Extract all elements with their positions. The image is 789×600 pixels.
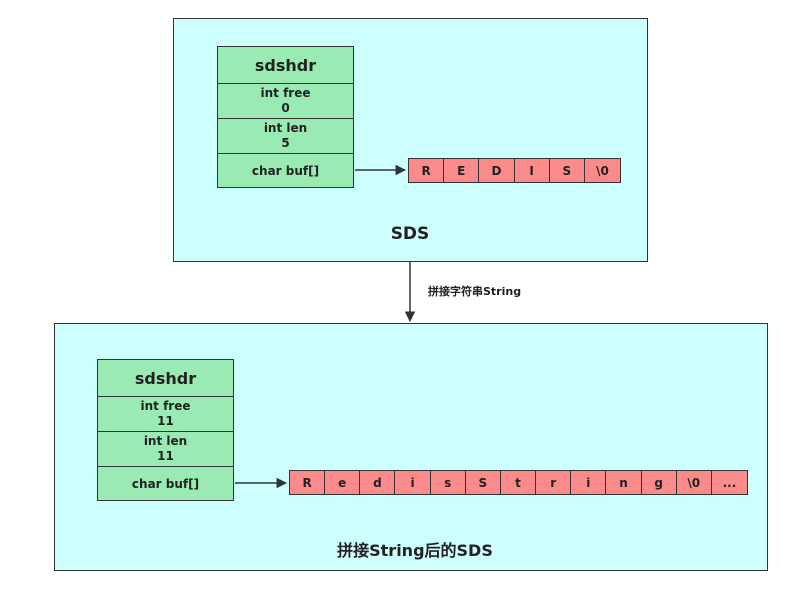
buffer-char-terminator: \0 [596, 163, 609, 178]
struct-name: sdshdr [98, 360, 233, 397]
buffer-char: i [571, 471, 607, 494]
buffer-char: g [642, 471, 677, 494]
buffer-char: S [550, 159, 585, 182]
buffer-char: R [290, 471, 326, 494]
len-label: int len [263, 121, 308, 135]
buf-field: char buf[] [251, 164, 320, 178]
len-value: 5 [281, 136, 290, 150]
free-field: int free 0 [218, 84, 353, 119]
buffer-char: R [409, 159, 445, 182]
len-value: 11 [157, 449, 174, 463]
char-buffer-before: R E D I S \0 [408, 158, 621, 183]
buffer-char: E [444, 159, 480, 182]
concat-label: 拼接字符串String [428, 285, 522, 298]
free-value: 0 [281, 101, 290, 115]
buffer-char-free-space: ... [722, 475, 737, 490]
sdshdr-struct-after: sdshdr int free 11 int len 11 char buf[] [97, 359, 234, 501]
len-label: int len [143, 434, 188, 448]
buffer-char: d [360, 471, 396, 494]
buffer-char: D [479, 159, 515, 182]
buffer-char: n [606, 471, 642, 494]
buffer-char: t [501, 471, 537, 494]
buffer-char: i [395, 471, 431, 494]
buffer-char: s [431, 471, 466, 494]
buffer-char: I [515, 159, 550, 182]
len-field: int len 11 [98, 432, 233, 467]
free-value: 11 [157, 414, 174, 428]
buffer-char: S [466, 471, 501, 494]
buf-field: char buf[] [131, 477, 200, 491]
sds-caption: SDS [390, 224, 430, 244]
buffer-char: e [325, 471, 361, 494]
buffer-char: r [536, 471, 572, 494]
len-field: int len 5 [218, 119, 353, 154]
sdshdr-struct-before: sdshdr int free 0 int len 5 char buf[] [217, 46, 354, 188]
buffer-char-terminator: \0 [677, 471, 712, 494]
free-label: int free [140, 399, 191, 413]
char-buffer-after: R e d i s S t r i n g \0 ... [289, 470, 748, 495]
struct-name: sdshdr [218, 47, 353, 84]
free-field: int free 11 [98, 397, 233, 432]
sds-after-caption: 拼接String后的SDS [337, 541, 493, 560]
free-label: int free [260, 86, 311, 100]
